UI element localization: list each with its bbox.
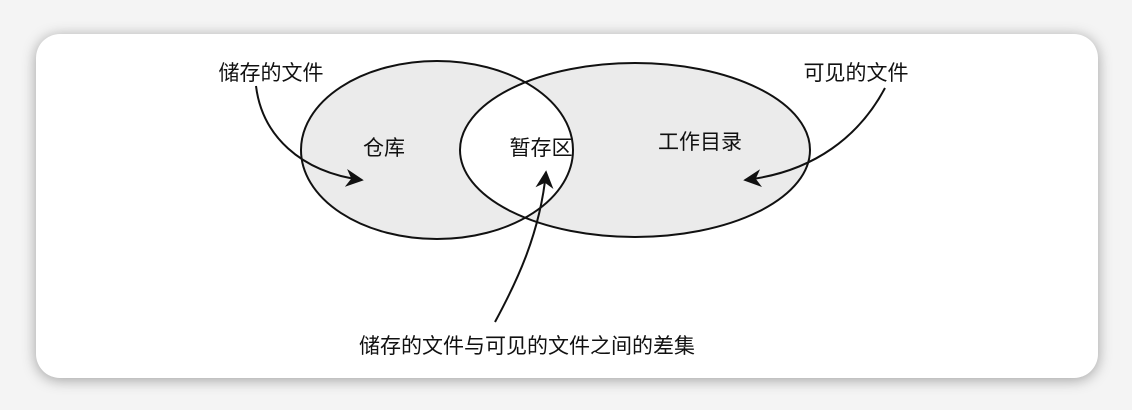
staging-label: 暂存区 [510, 136, 573, 160]
stored-files-label: 储存的文件 [219, 61, 324, 85]
venn-diagram: 仓库 暂存区 工作目录 储存的文件 可见的文件 储存的文件与可见的文件之间的差集 [219, 60, 909, 358]
visible-files-label: 可见的文件 [804, 61, 909, 85]
working-dir-label: 工作目录 [658, 130, 742, 154]
stored-files-arrow [255, 85, 364, 187]
difference-label: 储存的文件与可见的文件之间的差集 [359, 334, 695, 358]
difference-arrow [494, 170, 554, 323]
repository-label: 仓库 [363, 136, 405, 160]
diagram-card: 仓库 暂存区 工作目录 储存的文件 可见的文件 储存的文件与可见的文件之间的差集 [36, 34, 1098, 378]
visible-files-arrow [743, 87, 886, 188]
staging-area-region [460, 63, 573, 237]
